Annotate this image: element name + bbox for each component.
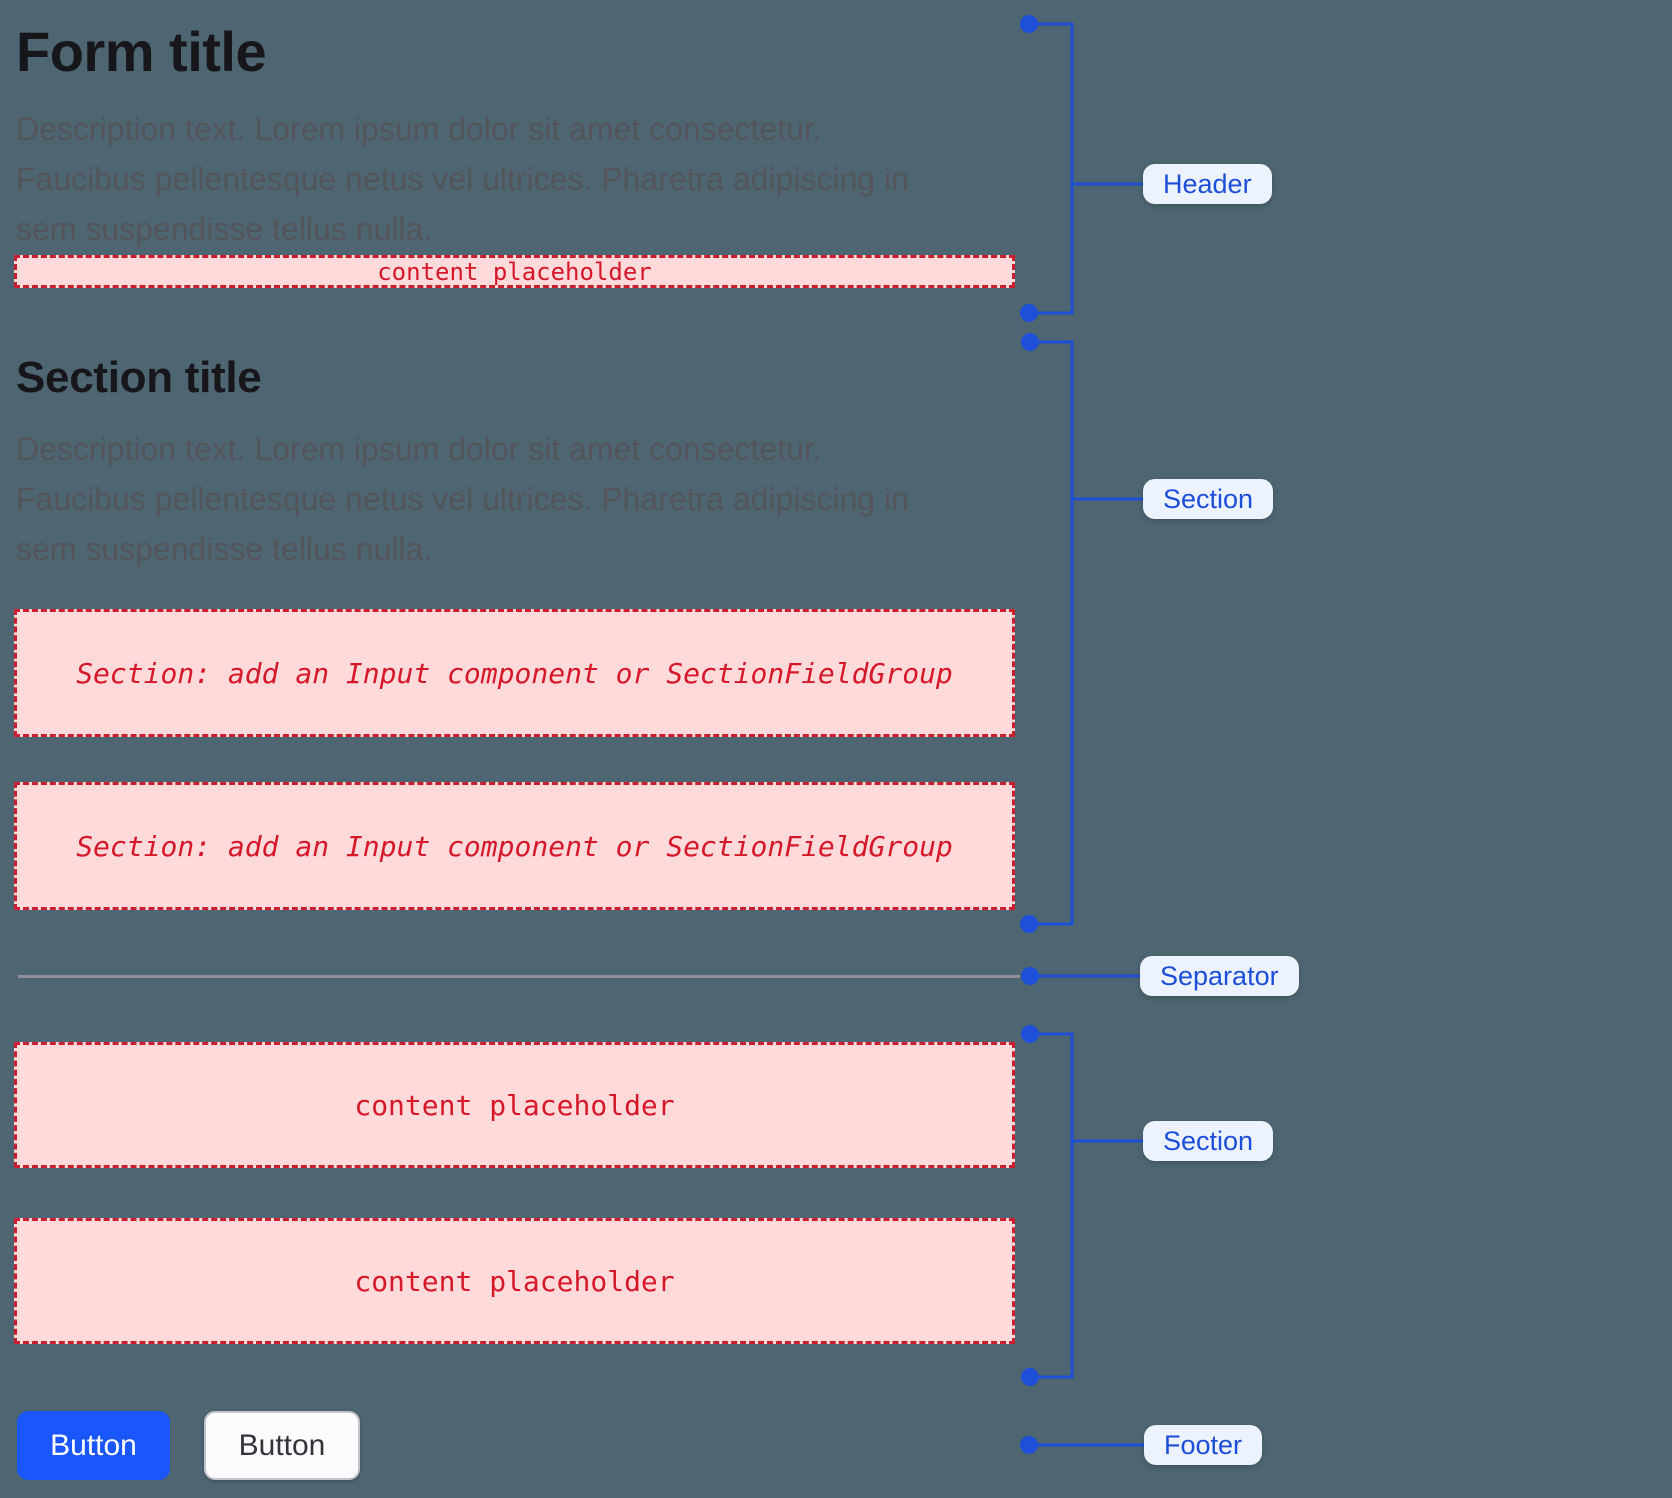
section-top-bracket: [1029, 340, 1074, 926]
section-input-slot-1: Section: add an Input component or Secti…: [14, 609, 1015, 737]
section-input-slot-2: Section: add an Input component or Secti…: [14, 782, 1015, 910]
header-bracket: [1029, 22, 1074, 315]
primary-button[interactable]: Button: [17, 1411, 170, 1480]
secondary-button[interactable]: Button: [204, 1411, 360, 1480]
section-input-slot-1-text: Section: add an Input component or Secti…: [76, 656, 953, 690]
annotation-label-section-bottom: Section: [1143, 1121, 1274, 1161]
section-bottom-start-dot: [1021, 1025, 1039, 1043]
annotation-label-separator: Separator: [1140, 956, 1299, 996]
bottom-content-placeholder-1: content placeholder: [14, 1042, 1015, 1168]
header-top-dot: [1020, 15, 1038, 33]
annotation-label-footer: Footer: [1144, 1425, 1263, 1465]
section-title: Section title: [16, 353, 262, 402]
bottom-content-placeholder-2: content placeholder: [14, 1218, 1015, 1344]
annotation-label-header: Header: [1143, 164, 1272, 204]
form-description: Description text. Lorem ipsum dolor sit …: [16, 111, 909, 247]
bottom-content-placeholder-1-text: content placeholder: [354, 1088, 675, 1122]
form-title: Form title: [16, 20, 267, 83]
bottom-content-placeholder-2-text: content placeholder: [354, 1264, 675, 1298]
header-content-placeholder: content placeholder: [14, 255, 1015, 288]
section-top-start-dot: [1021, 333, 1039, 351]
section-input-slot-2-text: Section: add an Input component or Secti…: [76, 829, 953, 863]
header-content-placeholder-text: content placeholder: [377, 257, 652, 286]
separator-dot: [1021, 967, 1039, 985]
separator-rule: [18, 975, 1020, 978]
section-top-end-dot: [1020, 915, 1038, 933]
section-bottom-bracket: [1030, 1032, 1074, 1379]
annotation-label-section-top: Section: [1143, 479, 1274, 519]
section-description: Description text. Lorem ipsum dolor sit …: [16, 431, 909, 567]
footer-dot: [1020, 1436, 1038, 1454]
section-bottom-end-dot: [1021, 1368, 1039, 1386]
header-bottom-dot: [1020, 304, 1038, 322]
